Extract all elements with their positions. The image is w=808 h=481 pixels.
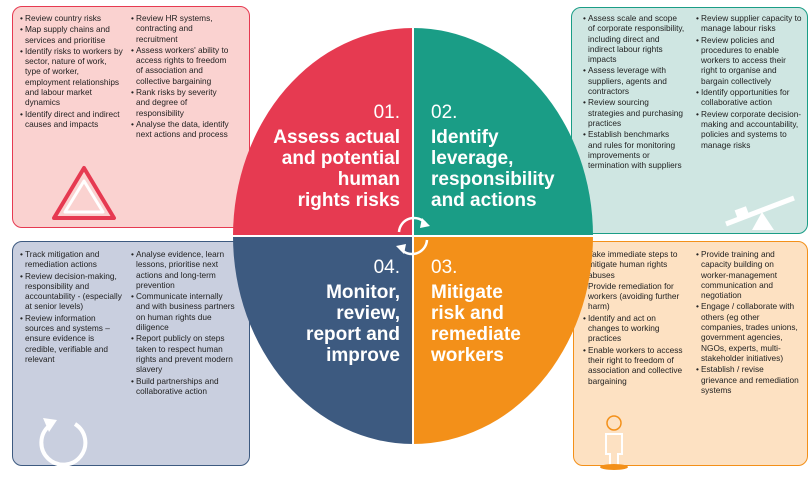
bullet-item: Review decision-making, responsibility a… <box>20 271 122 312</box>
bullet-item: Review supplier capacity to manage labou… <box>696 13 804 34</box>
bullet-item: Review policies and procedures to enable… <box>696 35 804 86</box>
step-number-04: 04. <box>373 257 400 278</box>
bullet-item: Review country risks <box>20 13 124 24</box>
bullet-item: Identify risks to workers by sector, nat… <box>20 46 124 108</box>
step-number-01: 01. <box>373 102 400 123</box>
bullet-item: Establish / revise grievance and remedia… <box>696 364 800 395</box>
bullet-item: Review HR systems, contracting and recru… <box>131 13 231 44</box>
refresh-cycle-icon <box>396 216 430 256</box>
bullet-item: Map supply chains and services and prior… <box>20 24 124 45</box>
bullet-item: Assess workers' ability to access rights… <box>131 45 231 86</box>
step-number-03: 03. <box>431 257 458 278</box>
bullet-item: Build partnerships and collaborative act… <box>131 376 235 397</box>
bullet-item: Identify and act on changes to working p… <box>583 313 688 344</box>
quadrant-monitor-sector <box>233 236 413 444</box>
bullet-item: Communicate internally and with business… <box>131 291 235 332</box>
cycle-arrow-icon <box>39 418 88 466</box>
assess-risks-list-right: Review HR systems, contracting and recru… <box>131 13 231 141</box>
bullet-item: Provide training and capacity building o… <box>696 249 800 300</box>
bullet-item: Assess scale and scope of corporate resp… <box>583 13 685 64</box>
bullet-item: Track mitigation and remediation actions <box>20 249 122 270</box>
identify-leverage-list-right: Review supplier capacity to manage labou… <box>696 13 804 151</box>
bullet-item: Analyse evidence, learn lessons, priorit… <box>131 249 235 290</box>
mitigate-list-right: Provide training and capacity building o… <box>696 249 800 396</box>
assess-risks-list-left: Review country risksMap supply chains an… <box>20 13 124 130</box>
bullet-item: Review sourcing strategies and purchasin… <box>583 97 685 128</box>
mitigate-list-left: Take immediate steps to mitigate human r… <box>583 249 688 387</box>
quadrant-assess-sector <box>233 28 413 236</box>
bullet-item: Identify opportunities for collaborative… <box>696 87 804 108</box>
quadrant-identify-sector <box>413 28 593 236</box>
quadrant-mitigate-sector <box>413 236 593 444</box>
identify-leverage-list-left: Assess scale and scope of corporate resp… <box>583 13 685 171</box>
bullet-item: Identify direct and indirect causes and … <box>20 109 124 130</box>
balance-scale-icon <box>725 195 795 230</box>
bullet-item: Review corporate decision-making and acc… <box>696 109 804 150</box>
bullet-item: Rank risks by severity and degree of res… <box>131 87 231 118</box>
monitor-review-list-left: Track mitigation and remediation actions… <box>20 249 122 365</box>
step-number-02: 02. <box>431 102 458 123</box>
monitor-review-list-right: Analyse evidence, learn lessons, priorit… <box>131 249 235 397</box>
warning-triangle-icon <box>52 166 116 220</box>
bullet-item: Review information sources and systems –… <box>20 313 122 364</box>
bullet-item: Assess leverage with suppliers, agents a… <box>583 65 685 96</box>
bullet-item: Report publicly on steps taken to respec… <box>131 333 235 374</box>
bullet-item: Analyse the data, identify next actions … <box>131 119 231 140</box>
bullet-item: Engage / collaborate with others (eg oth… <box>696 301 800 363</box>
worker-person-icon <box>600 415 628 470</box>
bullet-item: Establish benchmarks and rules for monit… <box>583 129 685 170</box>
bullet-item: Enable workers to access their right to … <box>583 345 688 386</box>
